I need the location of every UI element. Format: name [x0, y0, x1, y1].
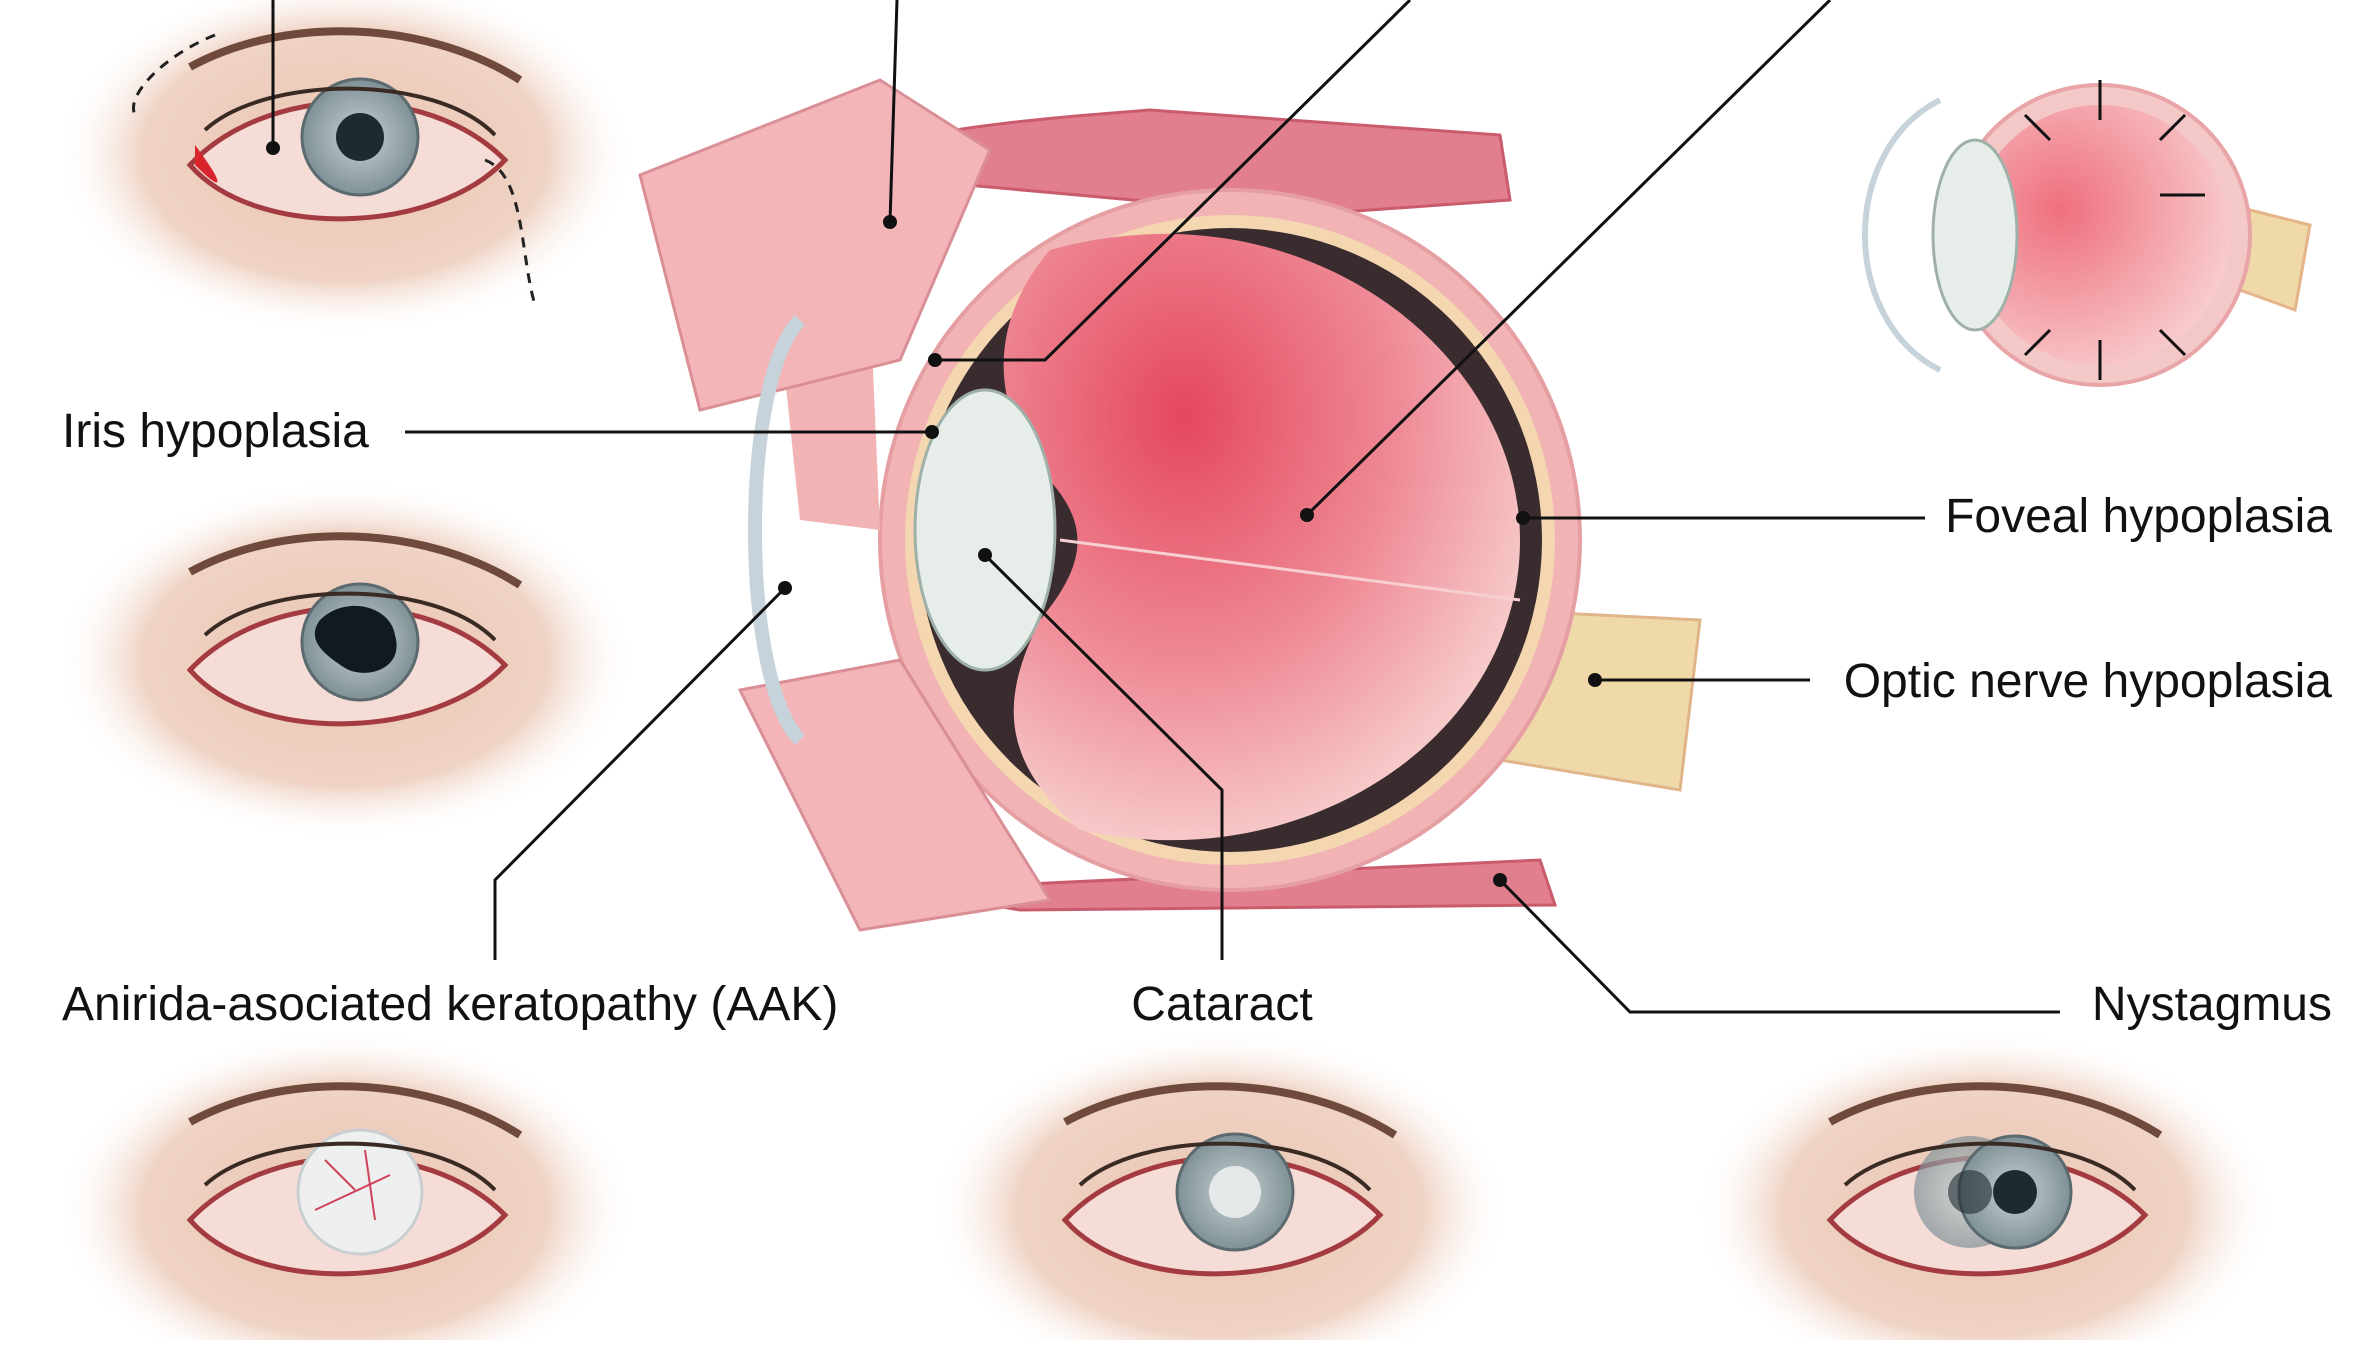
label-iris-hypoplasia: Iris hypoplasia — [62, 405, 369, 458]
dot-gland — [883, 215, 897, 229]
pointer-dots — [266, 141, 1602, 887]
label-cataract: Cataract — [1131, 978, 1312, 1031]
dot-top-left — [266, 141, 280, 155]
pointer-top-angle — [935, 0, 1412, 362]
labels: Iris hypoplasia Foveal hypoplasia Optic … — [62, 405, 2332, 1031]
dot-vitreous — [1300, 508, 1314, 522]
label-nystagmus: Nystagmus — [2092, 978, 2332, 1031]
pointer-top-vitreous — [1305, 0, 1832, 517]
dot-nystagmus — [1493, 873, 1507, 887]
dot-iris-hypoplasia — [925, 425, 939, 439]
label-optic-nerve-hypoplasia: Optic nerve hypoplasia — [1844, 655, 2333, 708]
label-aak: Anirida-asociated keratopathy (AAK) — [62, 978, 838, 1031]
eye-bottom-center-cataract — [930, 1030, 1510, 1345]
small-eye-cross-section — [1862, 80, 2312, 387]
dot-angle — [928, 353, 942, 367]
pointer-aak — [493, 586, 787, 960]
pointer-cataract — [983, 553, 1224, 960]
label-foveal-hypoplasia: Foveal hypoplasia — [1945, 490, 2332, 543]
pointer-lines — [271, 0, 2060, 1014]
eye-bottom-right-nystagmus — [1695, 1030, 2275, 1345]
dot-aak — [778, 581, 792, 595]
dot-cataract — [978, 548, 992, 562]
main-eye-cross-section — [638, 78, 1702, 932]
eye-mid-left-aniridia — [55, 480, 635, 840]
eye-top-left-red — [55, 0, 635, 335]
pointer-nystagmus — [1498, 878, 2060, 1014]
eye-bottom-left-aak — [55, 1030, 635, 1345]
pointer-top-gland — [888, 0, 899, 223]
dot-optic-nerve — [1588, 673, 1602, 687]
dot-foveal-hypoplasia — [1516, 511, 1530, 525]
